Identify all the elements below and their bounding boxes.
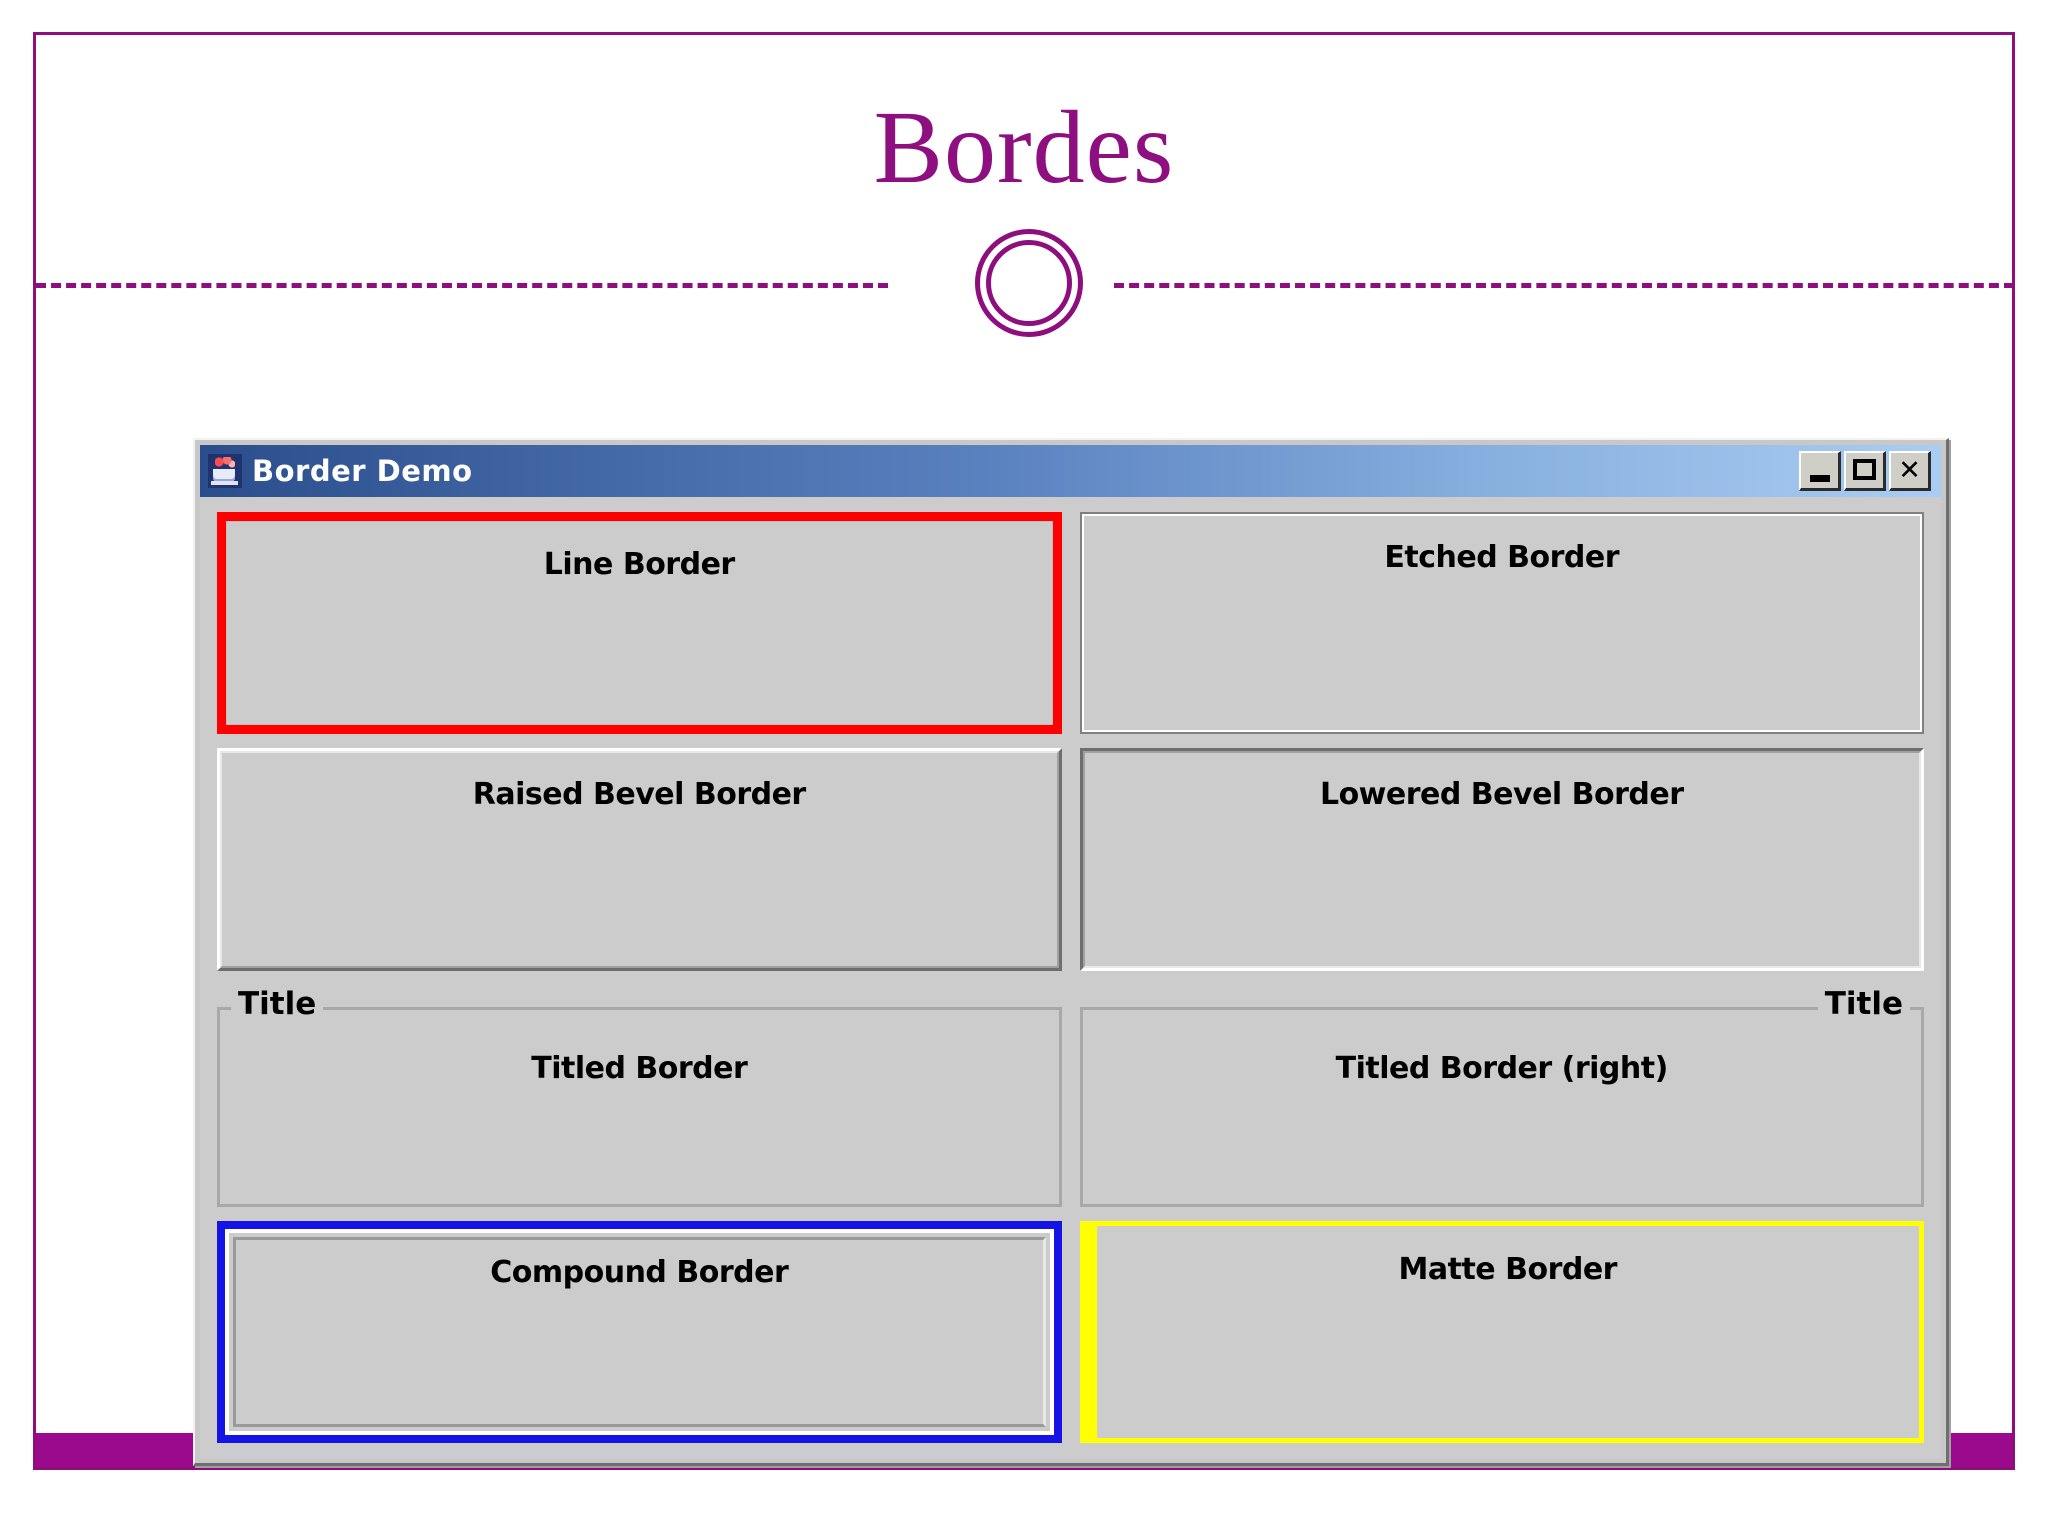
panel-label: Titled Border <box>531 1050 748 1086</box>
titled-border-caption: Title <box>1817 982 1910 1025</box>
panel-line-border[interactable]: Line Border <box>217 512 1062 735</box>
panel-label: Titled Border (right) <box>1335 1050 1669 1086</box>
panel-label: Line Border <box>543 547 735 582</box>
panel-lowered-bevel-border[interactable]: Lowered Bevel Border <box>1079 748 1924 971</box>
window-title-bar[interactable]: Border Demo ✕ <box>200 445 1941 497</box>
panel-titled-border[interactable]: Title Titled Border <box>217 982 1062 1207</box>
panel-matte-border[interactable]: Matte Border <box>1079 1220 1924 1443</box>
titled-border-box <box>217 1006 1062 1207</box>
panel-label: Compound Border <box>490 1254 789 1290</box>
page-title: Bordes <box>873 90 1175 205</box>
java-coffee-cup-icon <box>208 454 242 488</box>
panel-etched-border[interactable]: Etched Border <box>1079 512 1924 735</box>
panel-label: Etched Border <box>1384 540 1620 575</box>
close-button[interactable]: ✕ <box>1889 451 1931 491</box>
divider-dashed-right <box>1114 283 2014 288</box>
border-panel-grid: Line Border Etched Border Raised Bevel B… <box>205 502 1936 1453</box>
divider-circle-inner-icon <box>986 240 1072 326</box>
panel-label: Matte Border <box>1398 1251 1618 1287</box>
titled-border-caption: Title <box>231 982 324 1025</box>
panel-raised-bevel-border[interactable]: Raised Bevel Border <box>217 748 1062 971</box>
window-inner-frame: Border Demo ✕ Line Border Etche <box>200 445 1941 1458</box>
minimize-icon <box>1810 475 1830 482</box>
divider-dashed-left <box>36 283 888 288</box>
panel-compound-border[interactable]: Compound Border <box>217 1220 1062 1443</box>
border-demo-window: Border Demo ✕ Line Border Etche <box>193 438 1949 1466</box>
maximize-button[interactable] <box>1844 451 1886 491</box>
window-controls: ✕ <box>1799 451 1937 491</box>
maximize-icon <box>1853 459 1876 480</box>
window-title-text: Border Demo <box>252 454 473 488</box>
panel-label: Raised Bevel Border <box>472 777 806 813</box>
panel-label: Lowered Bevel Border <box>1319 777 1684 813</box>
close-icon: ✕ <box>1898 455 1921 486</box>
minimize-button[interactable] <box>1799 451 1841 491</box>
titled-border-box <box>1079 1006 1924 1207</box>
panel-titled-border-right[interactable]: Title Titled Border (right) <box>1079 982 1924 1207</box>
